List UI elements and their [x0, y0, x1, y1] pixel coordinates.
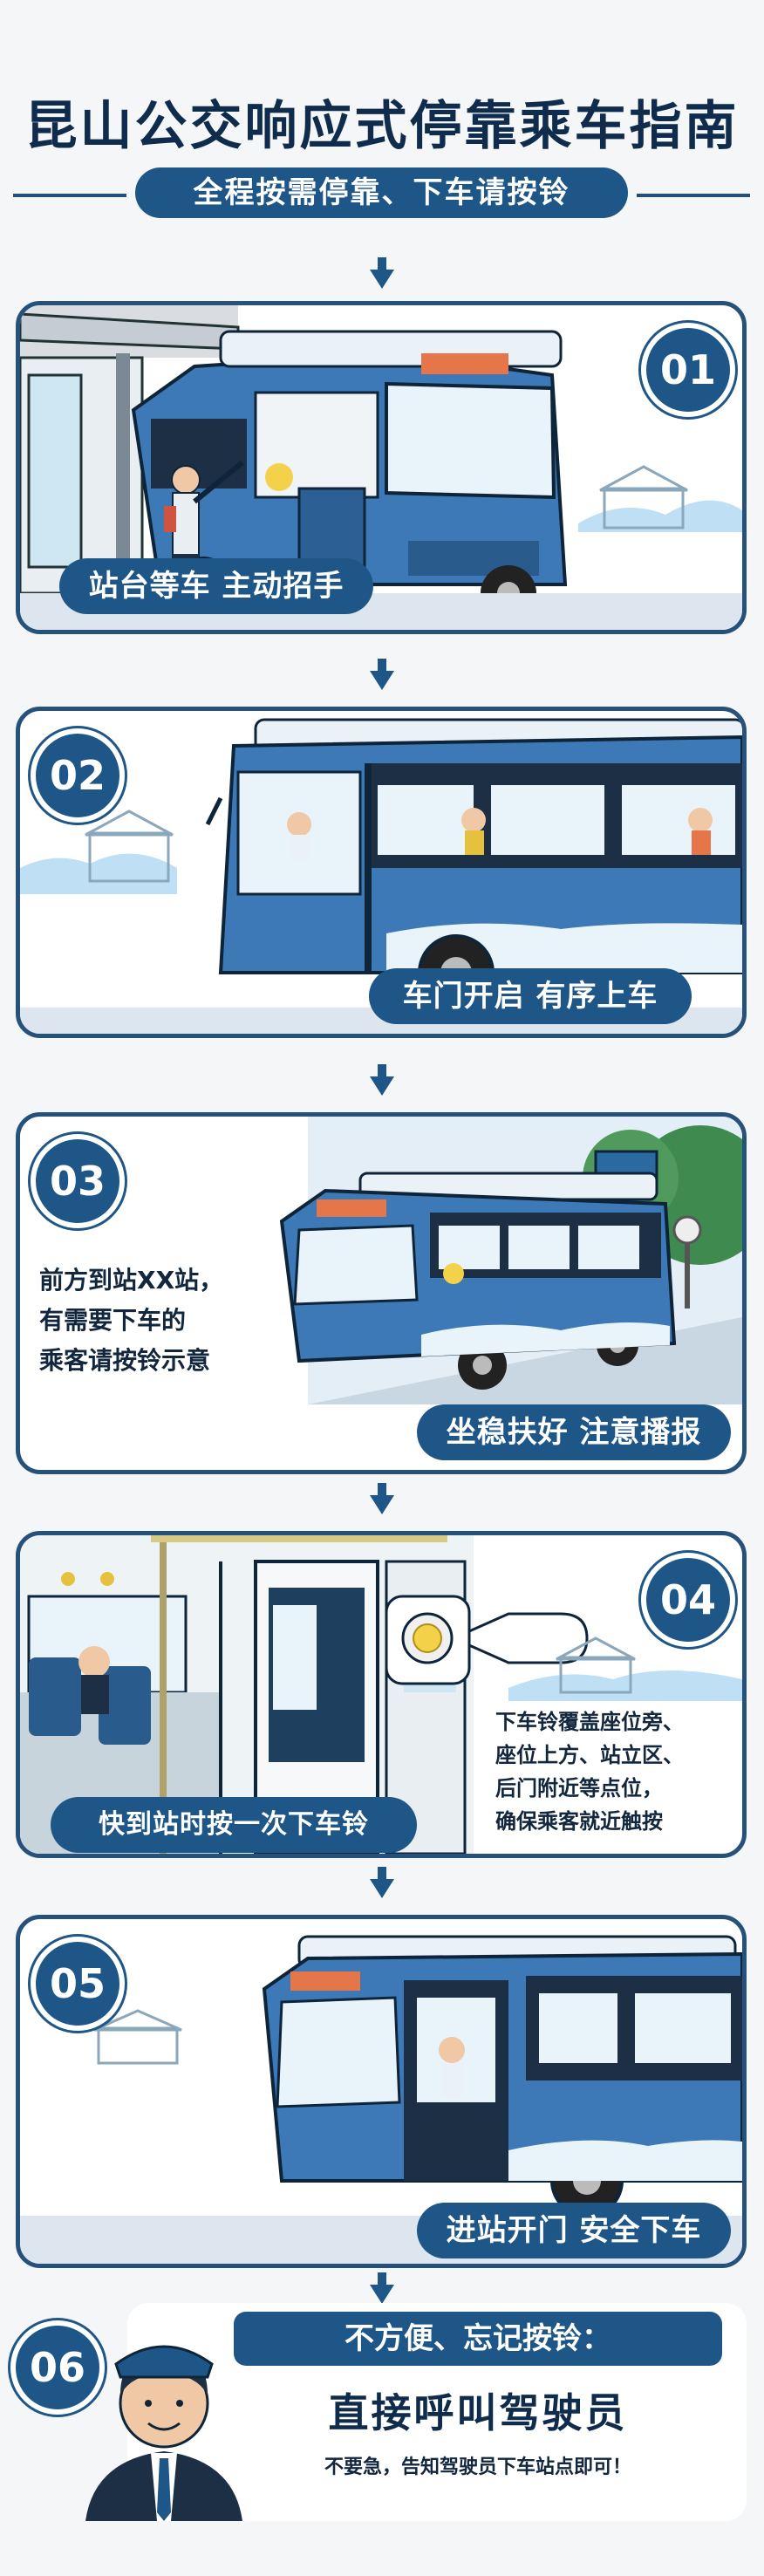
call-driver-text: 直接呼叫驾驶员: [328, 2389, 628, 2436]
announcement-line: 前方到站XX站，: [39, 1266, 224, 1295]
bell-coverage-line: 确保乘客就近触按: [495, 1809, 663, 1834]
step-card-6: 06 不方便、忘记按铃： 直接呼叫驾驶员 不要急，告知驾驶员下车站点即可！: [10, 2303, 747, 2521]
bus-stop-illustration: [20, 305, 742, 630]
step-card-1: 01 站台等车 主动招手: [16, 301, 747, 634]
down-arrow-icon: [370, 1867, 394, 1898]
step-number-1: 01: [641, 323, 735, 417]
step-caption-1: 站台等车 主动招手: [59, 558, 373, 614]
boarding-bus-illustration: [20, 718, 742, 1034]
subtitle-banner: 全程按需停靠、下车请按铃: [0, 167, 764, 220]
step-caption-4: 快到站时按一次下车铃: [51, 1797, 417, 1853]
down-arrow-icon: [370, 1483, 394, 1514]
alighting-bus-illustration: [20, 1935, 742, 2264]
down-arrow-icon: [370, 1064, 394, 1096]
announcement-text: 前方到站XX站， 有需要下车的 乘客请按铃示意: [39, 1261, 301, 1381]
step-number-5: 05: [31, 1937, 125, 2031]
step-card-5: 05 进站开门 安全下车: [16, 1915, 747, 2268]
fallback-header: 不方便、忘记按铃：: [234, 2312, 722, 2366]
step-number-6: 06: [10, 2320, 105, 2415]
announcement-line: 有需要下车的: [39, 1306, 187, 1335]
step-card-4: 04 下车铃覆盖座位旁、 座位上方、站立区、 后门附近等点位， 确保乘客就近触按…: [16, 1531, 747, 1858]
bell-coverage-text: 下车铃覆盖座位旁、 座位上方、站立区、 后门附近等点位， 确保乘客就近触按: [495, 1705, 740, 1838]
announcement-line: 乘客请按铃示意: [39, 1346, 211, 1375]
down-arrow-icon: [370, 2272, 394, 2304]
step-number-2: 02: [31, 728, 125, 823]
step-caption-5: 进站开门 安全下车: [417, 2203, 731, 2258]
bell-coverage-line: 后门附近等点位，: [495, 1776, 663, 1800]
down-arrow-icon: [370, 257, 394, 289]
down-arrow-icon: [370, 659, 394, 690]
riding-bus-illustration: [279, 1117, 742, 1404]
page-title: 昆山公交响应式停靠乘车指南: [24, 96, 740, 157]
step-card-2: 02 车门开启 有序上车: [16, 707, 747, 1038]
step-caption-2: 车门开启 有序上车: [369, 968, 692, 1024]
step-caption-3: 坐稳扶好 注意播报: [417, 1404, 731, 1460]
step-number-3: 03: [31, 1134, 125, 1228]
step-card-3: 03 前方到站XX站， 有需要下车的 乘客请按铃示意 坐稳扶好 注意播报: [16, 1112, 747, 1474]
subtitle-pill: 全程按需停靠、下车请按铃: [135, 167, 628, 218]
bell-coverage-line: 下车铃覆盖座位旁、: [495, 1710, 684, 1734]
bus-interior-illustration: [20, 1535, 742, 1854]
bell-coverage-line: 座位上方、站立区、: [495, 1743, 684, 1767]
driver-illustration: [85, 2345, 242, 2521]
call-driver-hint: 不要急，告知驾驶员下车站点即可！: [324, 2456, 631, 2478]
subtitle-line-right: [637, 194, 750, 197]
step-number-4: 04: [641, 1553, 735, 1647]
subtitle-line-left: [13, 194, 126, 197]
